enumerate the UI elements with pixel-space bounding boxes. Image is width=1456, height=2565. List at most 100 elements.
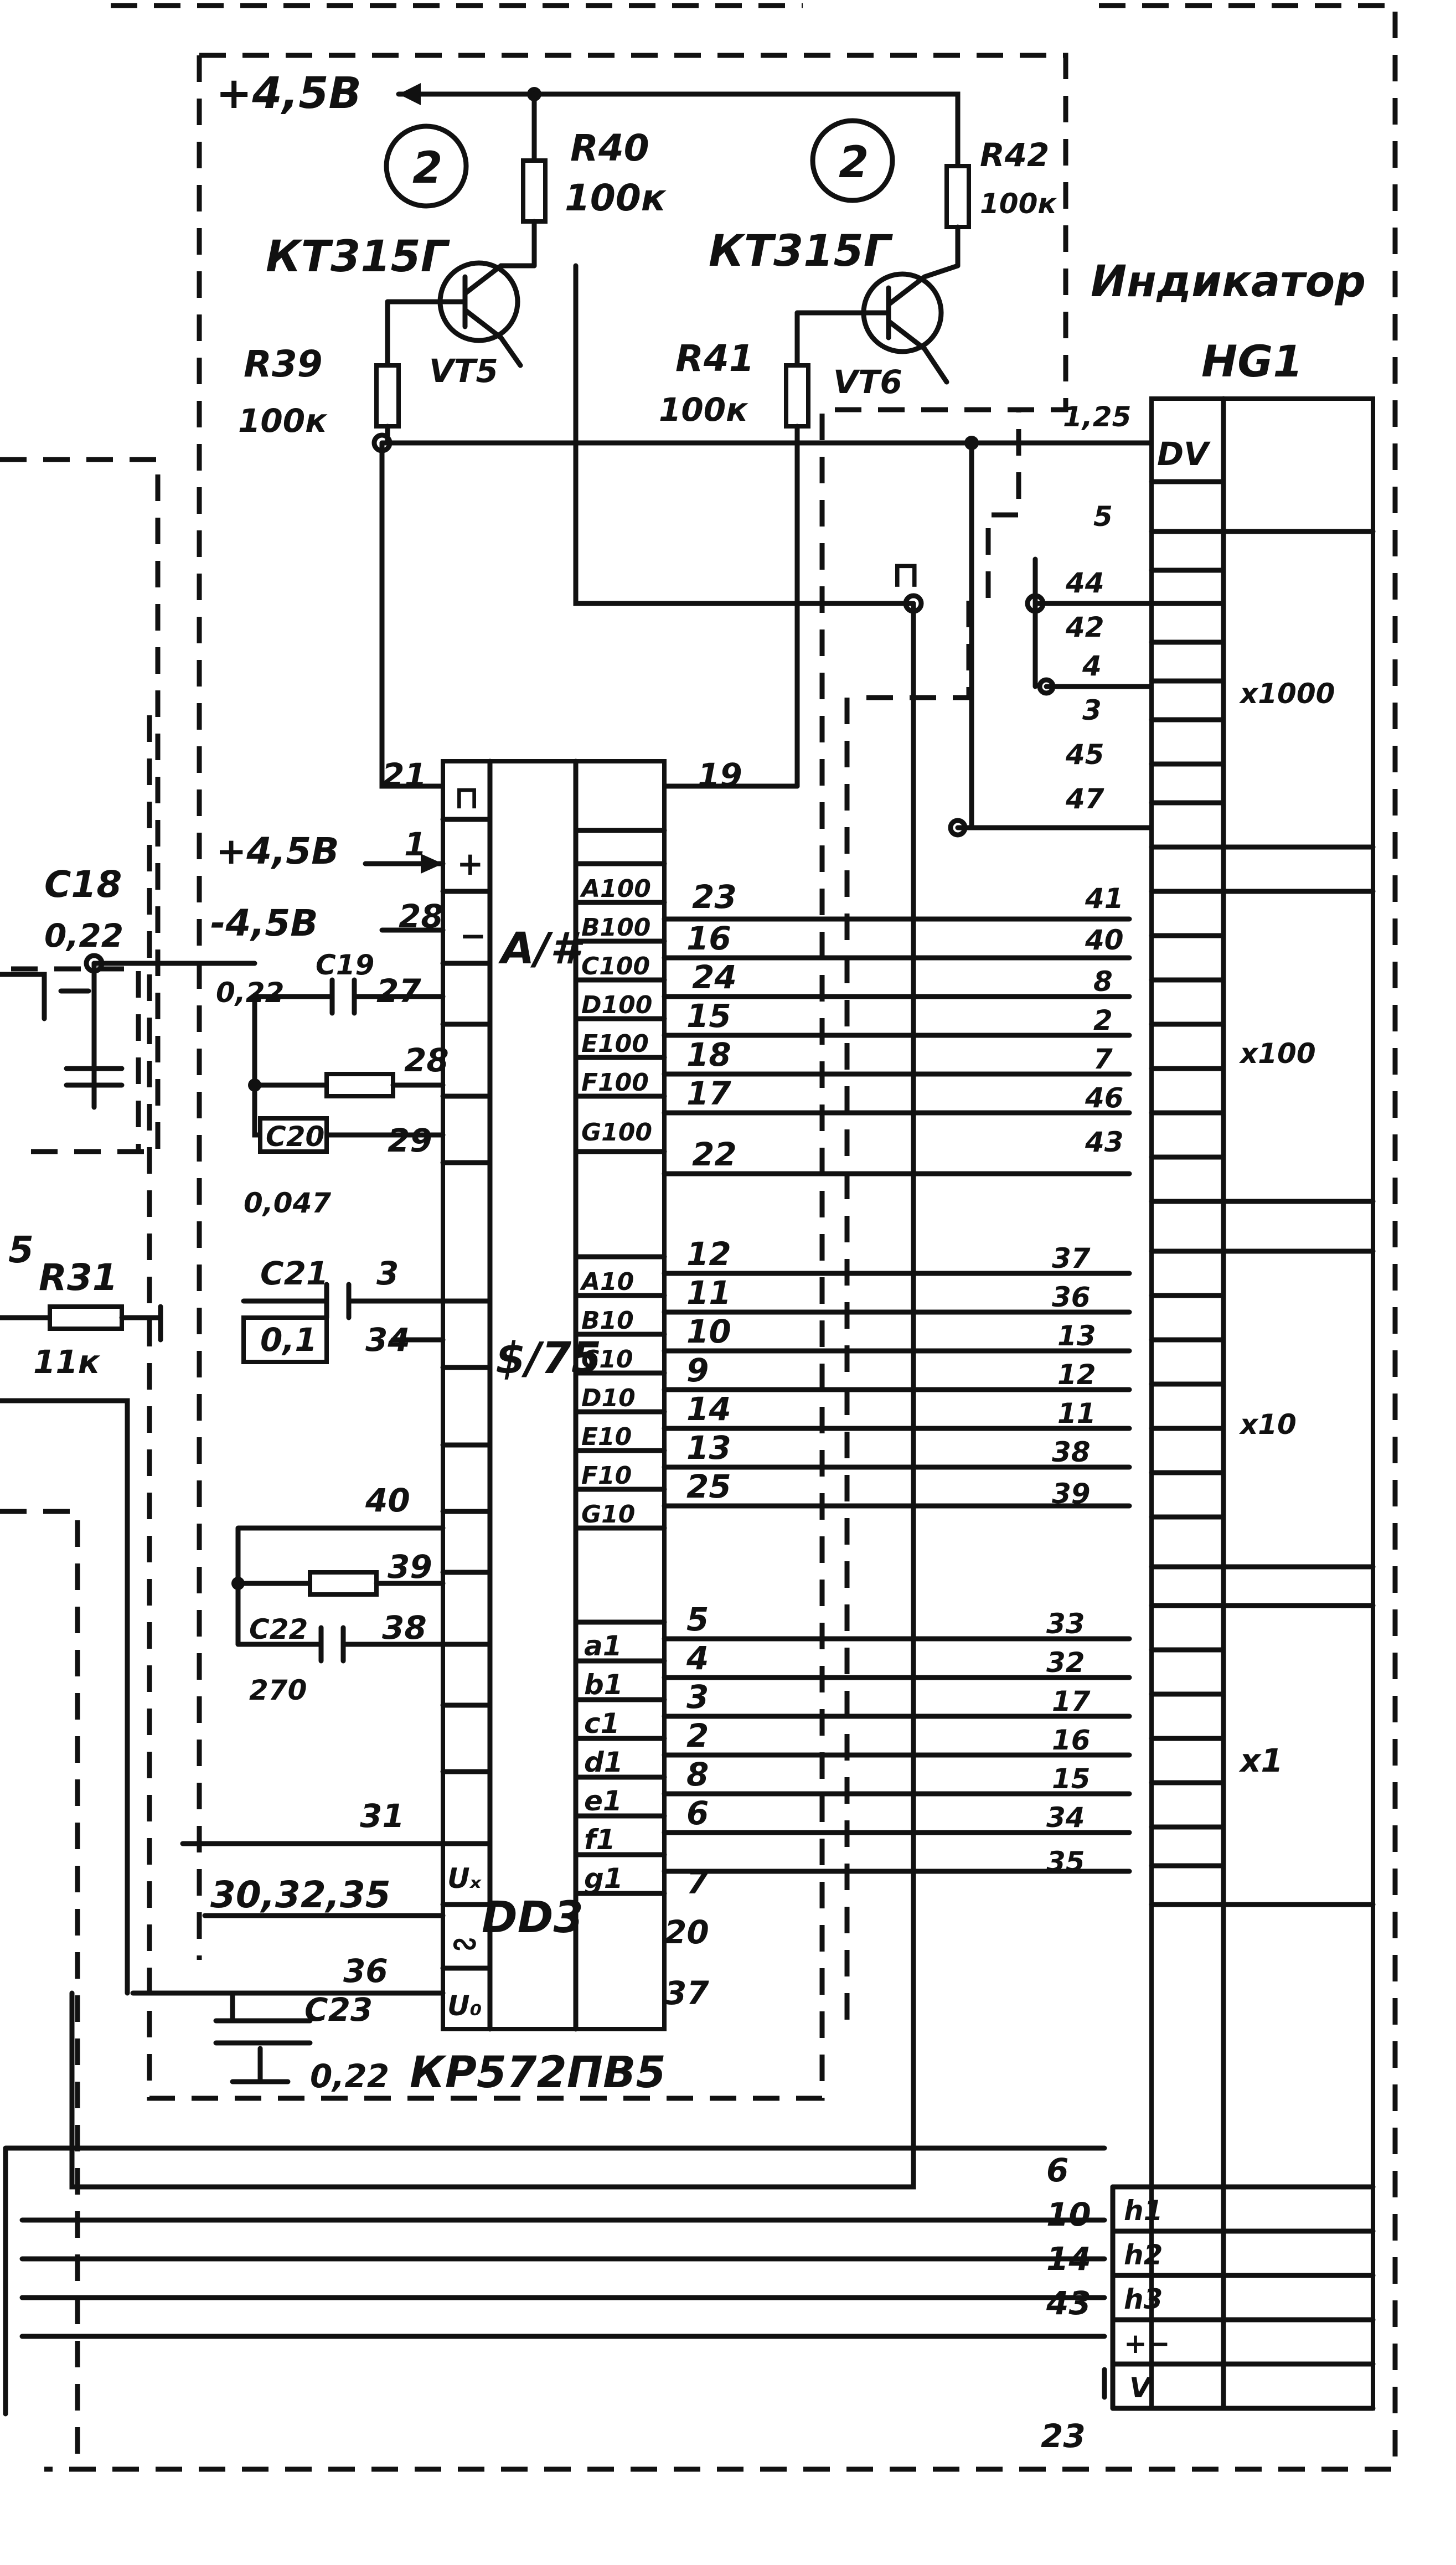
chip-right-pin: 10 [686, 1313, 731, 1350]
indicator-hg1 [1110, 396, 1376, 2411]
chip-right-pin: 20 [664, 1913, 709, 1951]
chip-right-pin: 14 [686, 1390, 731, 1428]
chip-seg-label: G10 [581, 1500, 635, 1529]
ind-bottom-label: V [1129, 2372, 1153, 2404]
ind-pin-1: 32 [1046, 1647, 1085, 1679]
ind-pin-1000: 4 [1082, 650, 1102, 682]
chip-seg-label: d1 [584, 1746, 623, 1778]
chip-right-pin: 9 [686, 1351, 709, 1389]
c19-value-label: 0,22 [216, 977, 284, 1009]
ind-bottom-label: h1 [1124, 2195, 1163, 2227]
r31-ref-label: R31 [39, 1256, 118, 1299]
chip-seg-label: f1 [584, 1824, 616, 1856]
chip-seg-label: C10 [581, 1345, 633, 1374]
ind-pin-100: 40 [1085, 924, 1124, 956]
misc-labels: ⊓ 5 [8, 553, 921, 1271]
ind-pin-100: 43 [1085, 1126, 1124, 1158]
ind-pin-10: 39 [1052, 1478, 1091, 1510]
chip-left-pin: 21 [382, 756, 427, 794]
mark-2-vt6: 2 [839, 138, 869, 188]
chip-right-pin: 15 [686, 997, 731, 1035]
ind-pin-1000: 44 [1065, 567, 1104, 599]
chip-right-pin: 24 [692, 958, 737, 996]
chip-seg-label: E100 [581, 1030, 649, 1058]
chip-seg-label: F10 [581, 1462, 632, 1490]
chip-right-pin: 37 [664, 1974, 709, 2012]
indicator-mult-10: x10 [1238, 1408, 1297, 1441]
c20-value-label: 0,047 [244, 1187, 331, 1219]
chip-left-symbol: U₀ [447, 1990, 482, 2022]
ind-pin-1000: 47 [1065, 783, 1104, 815]
chip-labels: DD3 КР572ПВ5 A/# $/75 21 1 28 27 28 29 3… [210, 756, 742, 2098]
chip-seg-label: c1 [584, 1707, 619, 1740]
c21-ref-label: C21 [260, 1255, 328, 1292]
chip-seg-label: G100 [581, 1118, 652, 1147]
chip-func-mid-label: $/75 [495, 1334, 601, 1384]
chip-seg-label: D100 [581, 991, 652, 1019]
chip-left-pin: 40 [365, 1482, 410, 1519]
chip-left-pin: 29 [388, 1122, 432, 1159]
r39-ref-label: R39 [244, 343, 323, 385]
vt6-type-label: КТ315Г [709, 226, 894, 276]
chip-right-pin: 3 [686, 1678, 709, 1716]
chip-seg-label: D10 [581, 1384, 636, 1412]
ind-pin-100: 46 [1085, 1082, 1124, 1114]
node-5-label: 5 [8, 1229, 34, 1271]
chip-left-pin: 1 [404, 825, 426, 863]
r40-value-label: 100к [565, 177, 667, 219]
vt6-ref-label: VT6 [833, 363, 902, 401]
indicator-ref: HG1 [1201, 337, 1303, 387]
supply-minus-label: -4,5В [210, 902, 318, 945]
c22-ref-label: C22 [249, 1613, 308, 1645]
supply-labels: +4,5В +4,5В -4,5В 2 2 [210, 69, 869, 945]
chip-right-pin: 22 [692, 1136, 737, 1173]
ind-bottom-label: h3 [1124, 2283, 1163, 2315]
supply-plus-label: +4,5В [216, 69, 362, 118]
chip-right-pin: 18 [686, 1036, 731, 1074]
chip-left-pin: 3 [376, 1255, 399, 1292]
chip-left-pin: 30,32,35 [210, 1874, 391, 1916]
chip-right-pin: 23 [692, 878, 737, 916]
chip-func-top-label: A/# [498, 924, 584, 974]
ind-pin-10: 38 [1052, 1436, 1091, 1468]
chip-seg-label: C100 [581, 952, 650, 980]
ind-bottom-pin: 10 [1046, 2196, 1091, 2233]
ind-pin-10: 36 [1052, 1281, 1091, 1313]
chip-seg-label: A10 [580, 1268, 634, 1296]
chip-seg-label: E10 [581, 1423, 632, 1451]
chip-right-pin: 13 [686, 1429, 731, 1467]
module-borders [0, 3, 1398, 2472]
indicator-mult-100: x100 [1238, 1038, 1316, 1070]
ind-bottom-label: h2 [1124, 2239, 1163, 2271]
ind-bottom-label: +− [1124, 2327, 1170, 2360]
component-labels: КТ315Г VT5 КТ315Г VT6 R40 100к R42 100к … [33, 127, 1057, 2095]
r42-value-label: 100к [980, 188, 1057, 220]
indicator-labels: Индикатор HG1 1,25 DV x1000 x100 x10 x1 … [1041, 257, 1366, 2455]
chip-left-symbol: − [459, 917, 487, 954]
ind-pin-1: 35 [1046, 1846, 1085, 1878]
c18-ref-label: C18 [44, 863, 122, 906]
chip-right-pin: 17 [686, 1075, 731, 1112]
transistor-stage [69, 83, 1154, 2190]
c22-value-label: 270 [249, 1674, 307, 1706]
r42-ref-label: R42 [980, 136, 1049, 174]
c21-value-label: 0,1 [260, 1321, 317, 1359]
ind-pin-1000: 45 [1065, 739, 1104, 771]
chip-right-pin: 5 [686, 1601, 709, 1638]
ind-pin-100: 2 [1093, 1004, 1113, 1036]
chip-right-pin: 6 [686, 1794, 709, 1832]
ind-pin-1: 16 [1052, 1724, 1091, 1756]
indicator-pin-top: 1,25 [1063, 401, 1131, 433]
ind-pin-100: 8 [1093, 966, 1113, 998]
ind-pin-1: 33 [1046, 1608, 1085, 1640]
chip-left-pin: 28 [399, 897, 443, 935]
r39-value-label: 100к [238, 402, 328, 440]
ind-pin-10: 12 [1057, 1359, 1096, 1391]
pulse-symbol: ⊓ [891, 553, 921, 596]
vt5-type-label: КТ315Г [266, 232, 451, 282]
ind-pin-100: 7 [1093, 1043, 1113, 1075]
c20-ref-label: C20 [266, 1121, 324, 1153]
ind-bottom-pin: 43 [1046, 2284, 1091, 2322]
left-passives [0, 854, 446, 2084]
